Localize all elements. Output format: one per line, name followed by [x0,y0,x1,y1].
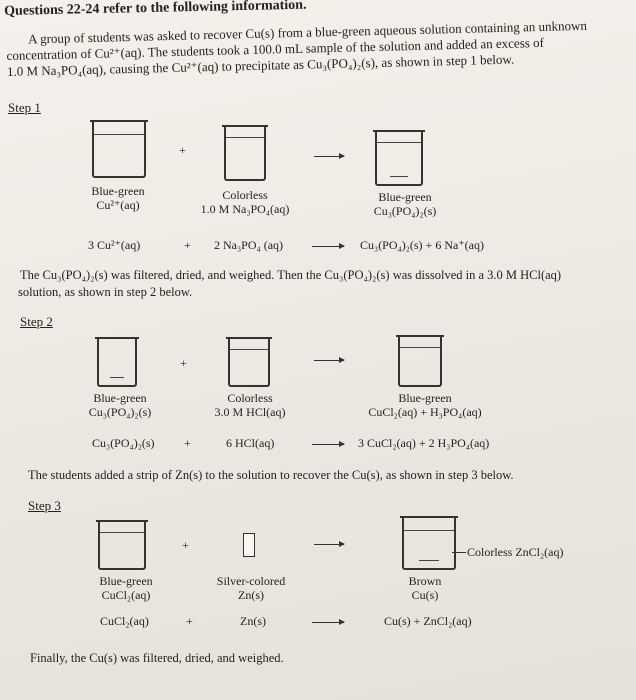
step-1-label-na3po4: Colorless 1.0 M Na₃PO₄(aq) [190,188,300,216]
step-2-substance-1: Cu₃(PO₄)₂(s) [88,405,152,419]
step-2-eq-arrow [312,441,345,447]
step-2-color-1: Blue-green [93,391,147,405]
step-3-color-2: Silver-colored [216,574,286,588]
step-3-zinc-strip [243,533,255,557]
step-3-beaker-cucl2 [96,520,148,570]
step-1-label: Step 1 [8,100,41,115]
step-2-beaker-cu3po4 [95,337,139,387]
step-3-label-products: Brown Cu(s) [390,574,460,602]
step-2-label-hcl: Colorless 3.0 M HCl(aq) [200,391,300,419]
step-3-eq-products: Cu(s) + ZnCl₂(aq) [384,614,472,628]
step-2-substance-3: CuCl₂(aq) + H₃PO₄(aq) [368,405,482,419]
step-3-color-1: Blue-green [99,574,153,588]
step-2-eq-plus: + [184,436,191,450]
step-2-eq-reactant-1: Cu₃(PO₄)₂(s) [92,436,155,450]
step-3-beaker-products [400,516,458,570]
step-1-substance-3: Cu₃(PO₄)₂(s) [373,204,437,218]
step-3-color-3: Brown [408,574,442,588]
step-1-eq-products: Cu₃(PO₄)₂(s) + 6 Na⁺(aq) [360,238,484,252]
step-1-substance-1: Cu²⁺(aq) [96,198,140,212]
step-2-label-cu3po4: Blue-green Cu₃(PO₄)₂(s) [80,391,160,419]
step-1-beaker-cu-ion [90,120,148,178]
step-2-label-products: Blue-green CuCl₂(aq) + H₃PO₄(aq) [360,391,490,419]
middle-text-line-1: The Cu₃(PO₄)₂(s) was filtered, dried, an… [20,268,562,282]
step-2-color-3: Blue-green [398,391,452,405]
step-1-eq-reactant-2: 2 Na₃PO₄ (aq) [214,238,284,252]
step-1-beaker-na3po4 [222,125,268,181]
step-3-eq-arrow [312,619,345,625]
step-1-color-3: Blue-green [378,190,432,204]
step-3-callout-leader [452,552,466,553]
step-3-arrow [314,541,345,547]
step-2-plus-sign: + [180,356,187,370]
step-1-eq-reactant-1: 3 Cu²⁺(aq) [88,238,141,252]
step-3-plus-sign: + [182,538,189,552]
question-heading: Questions 22-24 refer to the following i… [4,0,307,19]
step-2-eq-reactant-2: 6 HCl(aq) [226,436,275,450]
step-2-substance-2: 3.0 M HCl(aq) [214,405,286,419]
step-3-substance-1: CuCl₂(aq) [101,588,151,602]
step-3-intro-text: The students added a strip of Zn(s) to t… [28,468,514,482]
step-2-eq-products: 3 CuCl₂(aq) + 2 H₃PO₄(aq) [358,436,490,450]
step-2-beaker-hcl [226,337,272,387]
step-3-eq-reactant-2: Zn(s) [240,614,266,628]
step-1-label-precipitate: Blue-green Cu₃(PO₄)₂(s) [360,190,450,218]
step-1-beaker-precipitate [373,130,425,186]
step-3-label-cucl2: Blue-green CuCl₂(aq) [86,574,166,602]
step-1-eq-plus: + [184,238,191,252]
step-3-substance-2: Zn(s) [238,588,264,602]
final-text: Finally, the Cu(s) was filtered, dried, … [30,651,284,665]
step-1-substance-2: 1.0 M Na₃PO₄(aq) [200,202,290,216]
step-2-arrow [314,357,345,363]
middle-text-line-2: solution, as shown in step 2 below. [18,285,193,299]
step-2-color-2: Colorless [227,391,273,405]
step-2-label: Step 2 [20,314,53,329]
step-3-substance-3: Cu(s) [411,588,439,602]
step-1-plus-sign: + [179,143,186,157]
step-3-label: Step 3 [28,498,61,513]
step-3-eq-plus: + [186,614,193,628]
step-2-beaker-products [396,335,444,387]
step-1-eq-arrow [312,243,345,249]
step-1-color-1: Blue-green [91,184,145,198]
step-3-eq-reactant-1: CuCl₂(aq) [100,614,149,628]
step-3-callout-zncl2: Colorless ZnCl₂(aq) [467,545,564,559]
intro-paragraph: A group of students was asked to recover… [6,18,588,80]
step-1-label-cu-ion: Blue-green Cu²⁺(aq) [78,184,158,212]
step-3-label-zinc: Silver-colored Zn(s) [206,574,296,602]
step-1-color-2: Colorless [222,188,268,202]
step-1-arrow [314,153,345,159]
